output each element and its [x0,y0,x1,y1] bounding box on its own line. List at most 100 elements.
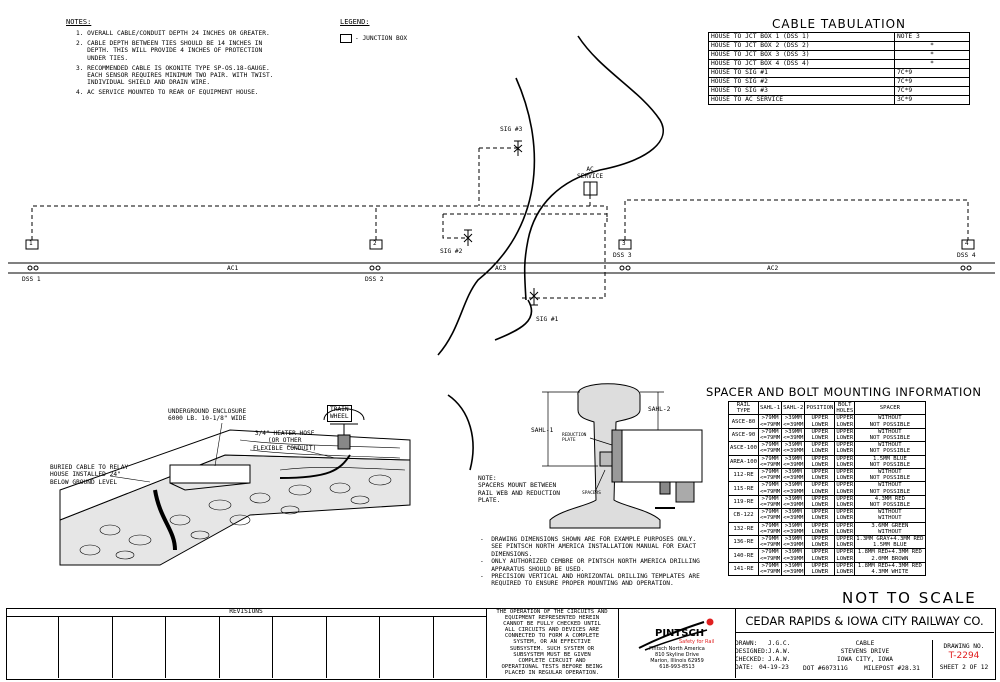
road-right-edge [523,35,665,301]
drawing-number-label: DRAWING NO. [943,643,985,650]
revision-column [166,617,220,678]
dss-3-sensor [619,265,631,271]
spacer-cell: UPPER LOWER [804,521,836,537]
label-ac-service: AC SERVICE [577,166,604,181]
note-1: 1. OVERALL CABLE/CONDUIT DEPTH 24 INCHES… [76,30,270,37]
spacer-cell: >79MM <=79MM [757,535,783,550]
railway-name: CEDAR RAPIDS & IOWA CITY RAILWAY CO. [735,610,994,633]
spacer-cell: UPPER LOWER [804,561,836,577]
revision-column [273,617,327,678]
spacer-cell: >39MM <=39MM [781,521,806,537]
spacer-cell: >39MM <=39MM [781,494,806,510]
not-to-scale: NOT TO SCALE [842,589,977,607]
spacer-cell: AREA-100 [728,454,759,470]
junction-box-icon [340,34,352,43]
sheet-number: SHEET 2 OF 12 [939,664,989,671]
label-dss-1: DSS 1 [22,276,41,283]
legend-title: LEGEND: [340,18,370,26]
spacer-cell: >39MM <=39MM [781,441,806,456]
spacer-cell: UPPER LOWER [834,454,856,470]
label-sig-1: SIG #1 [536,316,559,323]
spacer-cell: 1.8MM RED+4.3MM RED 2.0MM BROWN [854,548,926,563]
spacer-header: POSITION [804,400,836,416]
pintsch-logo-block: PINTSCH Safety for Rail Pintsch North Am… [618,608,736,678]
spacer-cell: 119-RE [728,494,759,510]
junction-box-3 [618,239,632,250]
spacer-header: RAIL TYPE [728,400,759,416]
label-dss-3: DSS 3 [613,252,632,259]
spacer-cell: ASCE-90 [728,427,759,443]
note-4: 4. AC SERVICE MOUNTED TO REAR OF EQUIPME… [76,89,259,97]
spacer-cell: 3.6MM GREEN WITHOUT [854,521,926,537]
spacer-cell: UPPER LOWER [804,481,836,496]
spacer-cell: 1.8MM RED+4.3MM RED 4.3MM WHITE [854,561,926,577]
spacer-cell: UPPER LOWER [834,561,856,577]
spacer-cell: UPPER LOWER [834,521,856,537]
spacer-cell: UPPER LOWER [834,508,856,523]
spacer-cell: >79MM <=79MM [757,521,783,537]
dss-1-sensor [27,265,39,271]
spacer-cell: WITHOUT NOT POSSIBLE [854,414,926,429]
spacer-cell: 115-RE [728,481,759,496]
spacer-cell: 132-RE [728,521,759,537]
logo-tagline: Safety for Rail [679,639,715,645]
jb-1-number: 1 [29,240,33,247]
jb-2-number: 2 [373,240,377,247]
cable-route-west [31,205,608,240]
spacer-header: BOLT HOLES [834,400,856,416]
spacer-header: SPACER [854,400,926,416]
drafting-info: DRAWN:J.G.C. DESIGNED:J.A.W. CHECKED:J.A… [735,640,791,671]
cable-route-sig3 [478,147,518,206]
drawn-by: J.G.C. [768,640,791,647]
label-sahl-1: SAHL-1 [531,427,554,434]
jb-4-number: 4 [965,240,969,247]
spacer-cell: 140-RE [728,548,759,563]
spacer-cell: UPPER LOWER [804,454,836,470]
notes-block: NOTES: 1. OVERALL CABLE/CONDUIT DEPTH 24… [66,18,273,97]
label-sig-3: SIG #3 [500,126,523,133]
spacer-cell: UPPER LOWER [804,535,836,550]
spacer-cell: UPPER LOWER [834,414,856,429]
spacer-cell: >39MM <=39MM [781,454,806,470]
spacer-cell: UPPER LOWER [804,427,836,443]
spacer-cell: UPPER LOWER [834,494,856,510]
revision-column [220,617,274,678]
spacer-cell: >39MM <=39MM [781,414,806,429]
label-sig-2: SIG #2 [440,248,463,255]
spacer-cell: >39MM <=39MM [781,561,806,577]
spacer-cell: UPPER LOWER [804,414,836,429]
note-2: 2. CABLE DEPTH BETWEEN TIES SHOULD BE 14… [76,40,263,62]
spacer-cell: >39MM <=39MM [781,508,806,523]
spacer-cell: >79MM <=79MM [757,468,783,483]
dss-4-sensor [960,265,972,271]
label-reduction-plate: REDUCTION PLATE [562,433,587,443]
spacer-cell: >39MM <=39MM [781,535,806,550]
spacer-table-title: SPACER AND BOLT MOUNTING INFORMATION [706,385,982,399]
road-left-edge [437,77,536,356]
spacer-cell: UPPER LOWER [834,427,856,443]
label-buried-cable: BURIED CABLE TO RELAY HOUSE INSTALLED 24… [50,464,129,486]
spacer-cell: WITHOUT NOT POSSIBLE [854,441,926,456]
designed-by: J.A.W. [768,648,791,655]
signal-2-icon [463,229,473,246]
spacer-cell: ASCE-80 [728,414,759,429]
spacer-cell: >79MM <=79MM [757,414,783,429]
drawing-number-block: DRAWING NO. T-2294 SHEET 2 OF 12 [932,640,995,678]
label-spacers: SPACERS [582,491,601,496]
company-address: Pintsch North America 810 Skyline Drive … [649,646,705,670]
spacer-cell: >79MM <=79MM [757,561,783,577]
drawing-description: CABLE STEVENS DRIVE IOWA CITY, IOWA [837,640,893,663]
junction-box-4 [961,239,975,250]
rail-cross-section [542,383,703,529]
drawing-number: T-2294 [948,651,980,661]
